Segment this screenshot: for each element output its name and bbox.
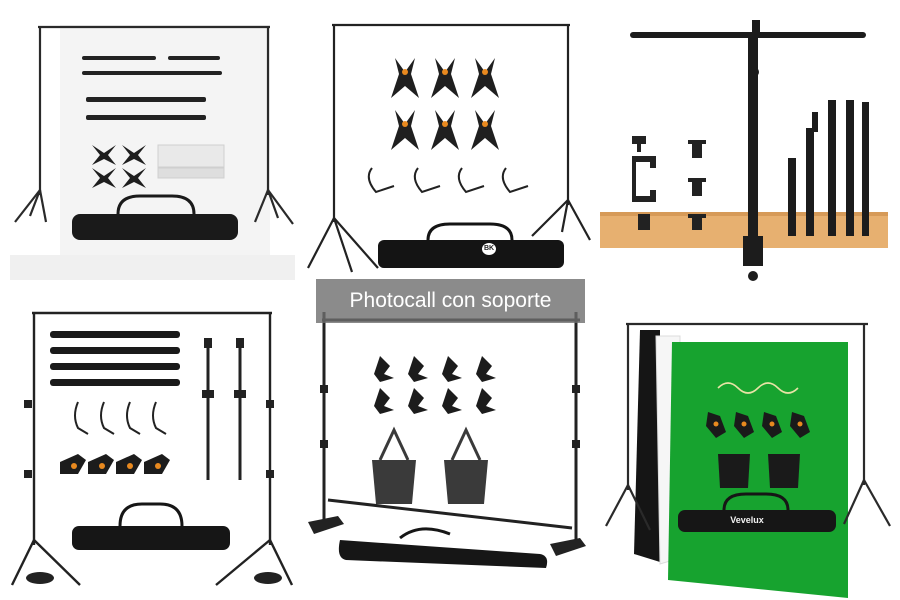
photocall-caption-overlay: Photocall con soporte <box>316 279 585 323</box>
cell-adjustable-stand-kit <box>0 300 300 600</box>
adjustable-stand-kit-image <box>10 311 294 586</box>
cell-stand-with-clamps-kit: BK <box>300 0 600 300</box>
stand-with-clamps-kit-image <box>307 23 591 273</box>
desk-mount-crossbar-kit-image <box>600 20 888 281</box>
vevelux-brand-logo: Vevelux <box>730 515 764 525</box>
bk-brand-logo: BK <box>482 243 496 255</box>
banner-stand-sandbag-kit-image <box>308 312 586 568</box>
white-backdrop-kit-image <box>10 25 295 280</box>
cell-white-backdrop-kit <box>0 0 300 300</box>
cell-green-screen-kit: Vevelux <box>600 300 900 600</box>
cell-desk-mount-crossbar-kit <box>600 0 900 300</box>
green-screen-kit-image <box>605 322 891 598</box>
cell-banner-stand-sandbag-kit <box>300 300 600 600</box>
